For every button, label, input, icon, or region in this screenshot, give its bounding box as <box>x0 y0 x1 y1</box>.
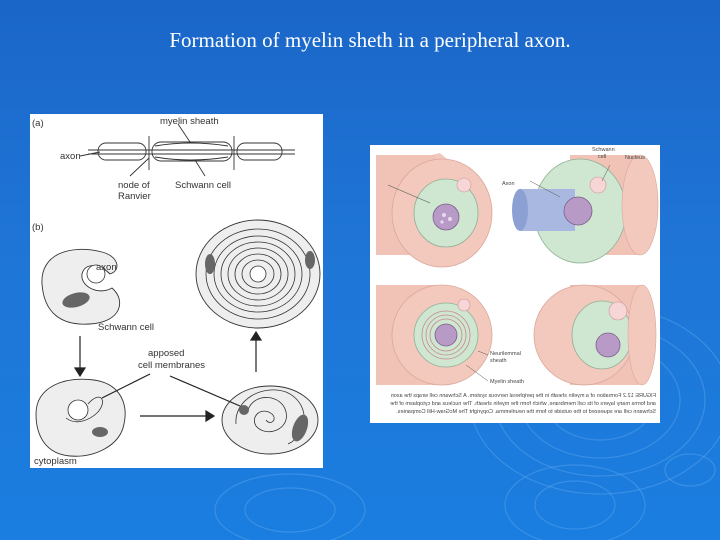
node-of-ranvier-label-2: Ranvier <box>118 191 151 202</box>
part-a-label: (a) <box>32 118 44 129</box>
stage-4-cell <box>195 219 321 329</box>
schwann-cell-label-2: cell <box>598 154 606 160</box>
schwann-cell-diagram: (a) myelin sheath axon node of Ranvier S… <box>30 114 323 468</box>
neurilemma-label-2: sheath <box>490 358 507 364</box>
axon-label-b: axon <box>96 262 117 273</box>
schwann-cell-label-1: Schwann <box>592 147 615 153</box>
stage-2-cell <box>35 378 126 457</box>
part-b-label: (b) <box>32 222 44 233</box>
schwann-cell-label-b: Schwann cell <box>98 322 154 333</box>
myelin-sheath-label: myelin sheath <box>160 116 219 127</box>
stage-1-cell <box>41 248 121 325</box>
cylinder-top-right <box>512 154 659 264</box>
myelin-sheath-label-right: Myelin sheath <box>490 379 524 385</box>
node-of-ranvier-label-1: node of <box>118 180 150 191</box>
cylinder-top-left <box>376 153 493 268</box>
axon-label-right: Axon <box>502 181 515 187</box>
neurilemma-label-1: Neurilemmal <box>490 351 521 357</box>
schwann-cell-label-a: Schwann cell <box>175 180 231 191</box>
axon-label-a: axon <box>60 151 81 162</box>
page-title: Formation of myelin sheth in a periphera… <box>169 28 571 52</box>
figure-caption: FIGURE 12.2 Formation of a myelin sheath… <box>390 393 656 415</box>
caption-line-1: FIGURE 12.2 Formation of a myelin sheath… <box>391 393 656 399</box>
cylinder-bottom-left <box>376 284 493 386</box>
caption-line-3: Schwann cell are squeezed to the outside… <box>396 409 656 415</box>
myelination-illustration: Schwann cell Nucleus Axon Neurilemmal sh… <box>370 145 660 423</box>
cytoplasm-label: cytoplasm <box>34 456 77 467</box>
nucleus-label: Nucleus <box>625 155 645 161</box>
cylinder-bottom-right <box>533 284 657 386</box>
stage-3-cell <box>221 385 319 455</box>
caption-line-2: and forms many layers of its cell membra… <box>390 401 656 407</box>
apposed-label-1: apposed <box>148 348 184 359</box>
apposed-label-2: cell membranes <box>138 360 205 371</box>
